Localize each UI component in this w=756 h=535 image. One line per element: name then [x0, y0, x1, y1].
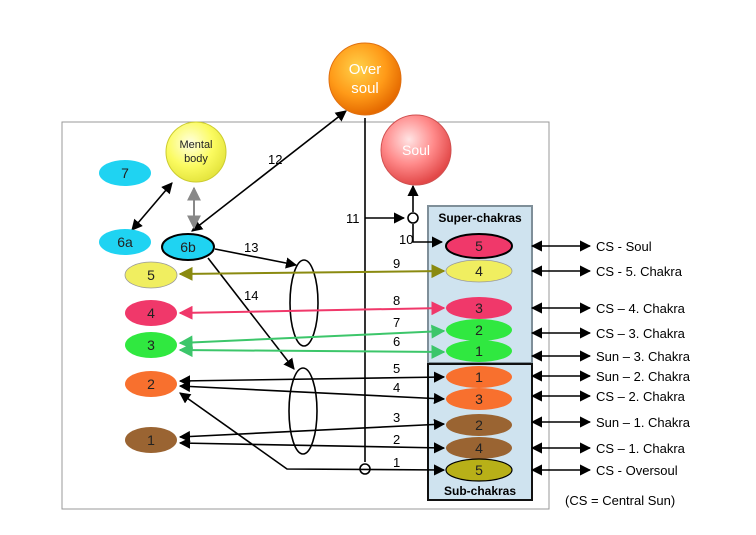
oversoul-label: Over [349, 61, 382, 78]
connection-number-13: 13 [244, 240, 258, 255]
svg-text:4: 4 [147, 305, 155, 321]
svg-text:1: 1 [475, 343, 483, 359]
connection-8 [178, 301, 446, 320]
svg-text:2: 2 [475, 417, 483, 433]
node-5: 5 [124, 261, 178, 289]
sub-chakra-5: 5 [445, 458, 513, 482]
connection-13 [214, 248, 298, 269]
connection-number-14: 14 [244, 288, 258, 303]
connection-6a-mental [131, 182, 173, 231]
sub-chakra-3: 3 [446, 388, 512, 410]
legend-note: (CS = Central Sun) [565, 493, 675, 508]
oversoul-node: Over soul [328, 42, 402, 116]
connection-number-12: 12 [268, 152, 282, 167]
soul-junction [407, 212, 419, 224]
connection-number-5: 5 [393, 361, 400, 376]
node-7: 7 [99, 160, 151, 186]
svg-text:5: 5 [147, 267, 155, 283]
svg-text:7: 7 [121, 165, 129, 181]
connection-number-10: 10 [399, 232, 413, 247]
super-chakra-4: 4 [445, 259, 513, 283]
connection-number-6: 6 [393, 334, 400, 349]
connection-5 [178, 371, 446, 387]
svg-text:6b: 6b [180, 239, 196, 255]
right-label-5: Sun – 3. Chakra [596, 349, 691, 364]
svg-text:5: 5 [475, 238, 483, 254]
sub-chakra-1: 1 [446, 366, 512, 388]
right-label-7: CS – 2. Chakra [596, 389, 686, 404]
svg-text:1: 1 [147, 432, 155, 448]
super-chakra-2: 2 [446, 319, 512, 341]
soul-label: Soul [402, 142, 430, 158]
svg-text:2: 2 [147, 376, 155, 392]
connection-number-7: 7 [393, 315, 400, 330]
right-label-4: CS – 3. Chakra [596, 326, 686, 341]
svg-text:6a: 6a [117, 234, 133, 250]
sub-chakra-2: 2 [446, 414, 512, 436]
mental-body-node: Mental body [165, 121, 227, 183]
node-4: 4 [125, 300, 177, 326]
node-6a: 6a [99, 229, 151, 255]
right-label-2: CS - 5. Chakra [596, 264, 683, 279]
mental-body-label: Mental [179, 139, 212, 151]
oversoul-label-line2: soul [351, 80, 379, 97]
mental-body-label-line2: body [184, 153, 208, 165]
super-chakra-5: 5 [445, 233, 513, 259]
connection-number-8: 8 [393, 293, 400, 308]
node-3: 3 [125, 332, 177, 358]
super-chakra-1: 1 [446, 340, 512, 362]
connection-number-9: 9 [393, 256, 400, 271]
svg-text:3: 3 [475, 391, 483, 407]
right-label-3: CS – 4. Chakra [596, 301, 686, 316]
connection-9 [178, 264, 446, 281]
right-label-8: Sun – 1. Chakra [596, 415, 691, 430]
connection-10 [412, 224, 444, 248]
svg-text:3: 3 [147, 337, 155, 353]
node-6b: 6b [161, 233, 215, 261]
connection-7 [178, 324, 446, 350]
right-label-6: Sun – 2. Chakra [596, 369, 691, 384]
connection-number-2: 2 [393, 432, 400, 447]
super-chakra-3: 3 [446, 297, 512, 319]
svg-text:3: 3 [475, 300, 483, 316]
connection-6 [178, 343, 446, 359]
svg-text:1: 1 [475, 369, 483, 385]
connection-12 [191, 110, 347, 232]
connection-number-1: 1 [393, 455, 400, 470]
svg-text:4: 4 [475, 440, 483, 456]
svg-text:5: 5 [475, 462, 483, 478]
super-chakras-title: Super-chakras [438, 211, 522, 225]
right-label-1: CS - Soul [596, 239, 652, 254]
connection-number-11: 11 [346, 211, 360, 226]
svg-text:2: 2 [475, 322, 483, 338]
node-2: 2 [125, 371, 177, 397]
soul-node: Soul [380, 114, 452, 186]
right-label-10: CS - Oversoul [596, 463, 678, 478]
sub-chakra-4: 4 [446, 437, 512, 459]
right-label-9: CS – 1. Chakra [596, 441, 686, 456]
svg-text:4: 4 [475, 263, 483, 279]
connection-1 [179, 392, 446, 476]
connection-number-4: 4 [393, 380, 400, 395]
connection-number-3: 3 [393, 410, 400, 425]
node-1: 1 [125, 427, 177, 453]
sub-chakras-title: Sub-chakras [444, 484, 516, 498]
